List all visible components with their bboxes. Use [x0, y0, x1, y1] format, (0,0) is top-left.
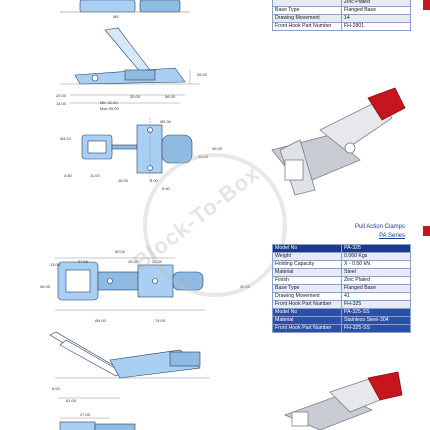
dim-max55: Max 55.00 [100, 106, 119, 111]
series-title: Pull Action Clamps [354, 224, 405, 230]
spec-value: 14 [341, 14, 411, 23]
dim-14: 14.00 [56, 101, 67, 106]
spec-key: Model No [272, 244, 342, 253]
watermark-circle [143, 153, 287, 297]
dim-2550: 25.50 [152, 259, 163, 264]
clamp-open-view [60, 27, 200, 104]
spec-value: PA-325-SS [341, 308, 411, 317]
dim-18: 18.00 [198, 154, 209, 159]
dim-d410: Ø4.10 [60, 136, 72, 141]
dim-35: 35.00 [130, 94, 141, 99]
clamp-side-view-top [60, 0, 190, 13]
dim-50: 50.00 [115, 249, 126, 254]
spec-key: Drawing Movement [272, 292, 342, 301]
dim-74: 74.00 [155, 318, 166, 323]
spec-key: Base Type [272, 284, 342, 293]
spec-key: Finish [272, 276, 342, 285]
dim-9: 9.00 [162, 186, 171, 191]
spec-key: Model No [272, 308, 342, 317]
dim-11: 11.00 [90, 173, 100, 178]
spec-value: FH-2801 [341, 22, 411, 31]
dim-1850: 18.50 [118, 178, 129, 183]
dim-27b: 27.00 [80, 412, 91, 417]
spec-value: FH-325-SS [341, 324, 411, 333]
dim-min31: Min 31.00 [100, 100, 118, 105]
dim-36b: 36.00 [40, 284, 51, 289]
spec-value: 41 [341, 292, 411, 301]
dim-61: 61.00 [66, 398, 77, 403]
spec-key: Front Hook Part Number [272, 324, 342, 333]
series-subtitle-link[interactable]: PA Series [379, 233, 405, 239]
clamp-product-image-bottom [283, 371, 403, 430]
dim-6: 6.00 [52, 386, 61, 391]
dim-27: 27.00 [78, 259, 89, 264]
dim-30: 30.00 [240, 284, 251, 289]
spec-value: X - 0.50 kN [341, 260, 411, 269]
spec-key: Material [272, 268, 342, 277]
dim-20: 20.00 [56, 93, 67, 98]
dim-26: 26.00 [197, 72, 208, 77]
spec-key: Base Type [272, 6, 342, 15]
dim-13: 13.00 [50, 262, 61, 267]
spec-key: Front Hook Part Number [272, 22, 342, 31]
dim-56: 56.00 [165, 94, 176, 99]
spec-key: Front Hook Part Number [272, 300, 342, 309]
page-edge-marker-bottom [423, 226, 430, 236]
clamp-product-image-top [271, 87, 406, 196]
spec-key: Weight [272, 252, 342, 261]
dim-36: 36.00 [212, 146, 223, 151]
dim-d500: Ø5.00 [160, 119, 172, 124]
dim-26b: 26.00 [128, 259, 139, 264]
page-edge-marker-top [423, 0, 430, 10]
clamp-plan-view-partial [59, 417, 136, 430]
spec-key: Material [272, 316, 342, 325]
clamp-plan-view-bottom [55, 257, 205, 311]
clamp-side-view-bottom [49, 331, 210, 399]
spec-key: Drawing Movement [272, 14, 342, 23]
dim-8: 8.00 [150, 178, 159, 183]
spec-value: 0.060 Kgs [341, 252, 411, 261]
spec-value: Flanged Base [341, 284, 411, 293]
dim-450: 4.50 [64, 173, 73, 178]
dim-label-m5: M5 [113, 14, 119, 19]
spec-value: Zinc Plated [341, 276, 411, 285]
spec-value: Steel [341, 268, 411, 277]
spec-value: PA-325 [341, 244, 411, 253]
clamp-plan-view-top [81, 118, 193, 180]
spec-value: Flanged Base [341, 6, 411, 15]
spec-value: Stainless Steel-304 [341, 316, 411, 325]
spec-key: Holding Capacity [272, 260, 342, 269]
spec-value: FH-325 [341, 300, 411, 309]
dim-d4: Ø4.00 [95, 318, 107, 323]
